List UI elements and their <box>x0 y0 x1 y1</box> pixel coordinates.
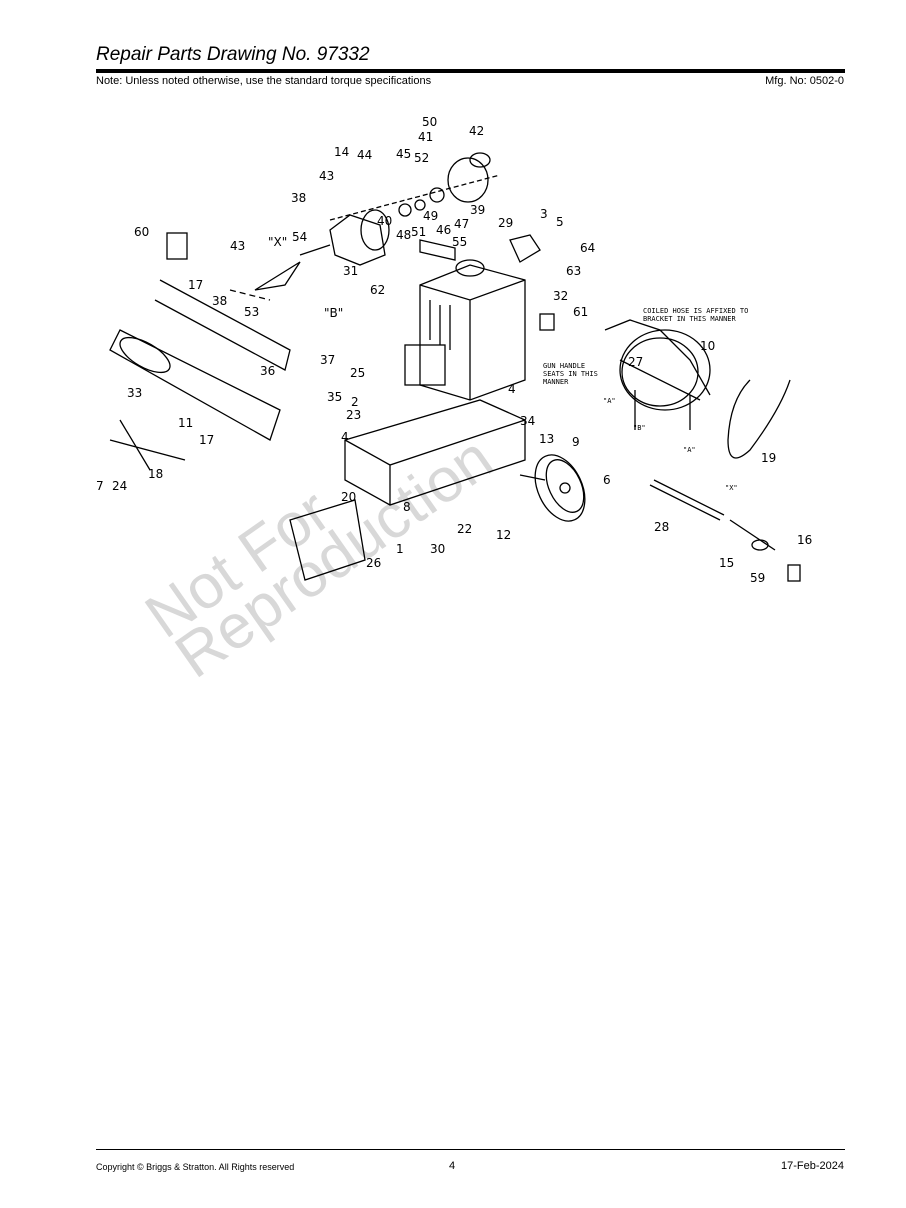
callout-1: 1 <box>396 542 404 556</box>
callout-64: 64 <box>580 241 595 255</box>
gun-handle-note-2: SEATS IN THIS <box>543 370 598 378</box>
callout-25: 25 <box>350 366 365 380</box>
callout-50: 50 <box>422 115 437 129</box>
callout-47: 47 <box>454 217 469 231</box>
mfg-number: Mfg. No: 0502-0 <box>765 75 844 87</box>
callout-38: 38 <box>291 191 306 205</box>
callout-46: 46 <box>436 223 451 237</box>
pump <box>254 152 501 291</box>
callout-49: 49 <box>423 209 438 223</box>
callout-59: 59 <box>750 571 765 585</box>
callout-11: 11 <box>178 416 193 430</box>
callout-37: 37 <box>320 353 335 367</box>
callout-34: 34 <box>520 414 535 428</box>
gun-handle-note-3: MANNER <box>543 378 569 386</box>
callout-3: 3 <box>540 207 548 221</box>
decal-60 <box>166 232 188 260</box>
callout-48: 48 <box>396 228 411 242</box>
callout-30: 30 <box>430 542 445 556</box>
callout-35: 35 <box>327 390 342 404</box>
callout-54: 54 <box>292 230 307 244</box>
callout-x: "X" <box>268 235 287 249</box>
callout-23: 23 <box>346 408 361 422</box>
ref-a-1: "A" <box>603 397 616 405</box>
callout-26: 26 <box>366 556 381 570</box>
callout-10: 10 <box>700 339 715 353</box>
engine <box>404 259 526 401</box>
callout-20: 20 <box>341 490 356 504</box>
callout-43: 43 <box>319 169 334 183</box>
callout-32: 32 <box>553 289 568 303</box>
callout-7: 7 <box>96 479 104 493</box>
callout-63: 63 <box>566 264 581 278</box>
callout-43: 43 <box>230 239 245 253</box>
callout-27: 27 <box>628 355 643 369</box>
callout-51: 51 <box>411 225 426 239</box>
callout-2: 2 <box>351 395 359 409</box>
callout-31: 31 <box>343 264 358 278</box>
callout-24: 24 <box>112 479 127 493</box>
callout-13: 13 <box>539 432 554 446</box>
gun-handle-note-1: GUN HANDLE <box>543 362 585 370</box>
callout-17: 17 <box>188 278 203 292</box>
callout-36: 36 <box>260 364 275 378</box>
callout-28: 28 <box>654 520 669 534</box>
callout-44: 44 <box>357 148 372 162</box>
wheel <box>519 454 586 522</box>
ref-a-2: "A" <box>683 446 696 454</box>
decal-61 <box>539 313 555 331</box>
callout-22: 22 <box>457 522 472 536</box>
callout-b: "B" <box>324 306 343 320</box>
header-rule <box>96 69 845 73</box>
callout-45: 45 <box>396 147 411 161</box>
callout-39: 39 <box>470 203 485 217</box>
hose-gun <box>604 319 801 582</box>
callout-12: 12 <box>496 528 511 542</box>
torque-note: Note: Unless noted otherwise, use the st… <box>96 75 432 87</box>
callout-19: 19 <box>761 451 776 465</box>
callout-52: 52 <box>414 151 429 165</box>
handle <box>109 279 291 471</box>
bracket-29 <box>509 234 541 263</box>
callout-55: 55 <box>452 235 467 249</box>
footer-rule <box>96 1149 845 1150</box>
ref-b-1: "B" <box>633 424 646 432</box>
coiled-hose-note-1: COILED HOSE IS AFFIXED TO <box>643 307 748 315</box>
callout-5: 5 <box>556 215 564 229</box>
callout-60: 60 <box>134 225 149 239</box>
callout-61: 61 <box>573 305 588 319</box>
callout-17: 17 <box>199 433 214 447</box>
coiled-hose-note-2: BRACKET IN THIS MANNER <box>643 315 737 323</box>
callout-42: 42 <box>469 124 484 138</box>
callout-18: 18 <box>148 467 163 481</box>
callout-4: 4 <box>341 430 349 444</box>
line-art <box>109 152 801 582</box>
callout-4: 4 <box>508 382 516 396</box>
ref-x: "X" <box>725 484 738 492</box>
callout-9: 9 <box>572 435 580 449</box>
callout-6: 6 <box>603 473 611 487</box>
callout-16: 16 <box>797 533 812 547</box>
callout-38: 38 <box>212 294 227 308</box>
callout-33: 33 <box>127 386 142 400</box>
callout-8: 8 <box>403 500 411 514</box>
callout-40: 40 <box>377 214 392 228</box>
base-frame <box>289 399 526 581</box>
callout-62: 62 <box>370 283 385 297</box>
callout-29: 29 <box>498 216 513 230</box>
watermark: Not For Reproduction <box>133 423 505 691</box>
copyright: Copyright © Briggs & Stratton. All Right… <box>96 1162 295 1172</box>
page-title: Repair Parts Drawing No. 97332 <box>96 44 370 65</box>
decal-55 <box>419 239 456 261</box>
callout-53: 53 <box>244 305 259 319</box>
annotations: COILED HOSE IS AFFIXED TO BRACKET IN THI… <box>543 307 748 492</box>
page-number: 4 <box>449 1160 456 1172</box>
callout-41: 41 <box>418 130 433 144</box>
print-date: 17-Feb-2024 <box>781 1160 844 1172</box>
callout-15: 15 <box>719 556 734 570</box>
callout-14: 14 <box>334 145 349 159</box>
